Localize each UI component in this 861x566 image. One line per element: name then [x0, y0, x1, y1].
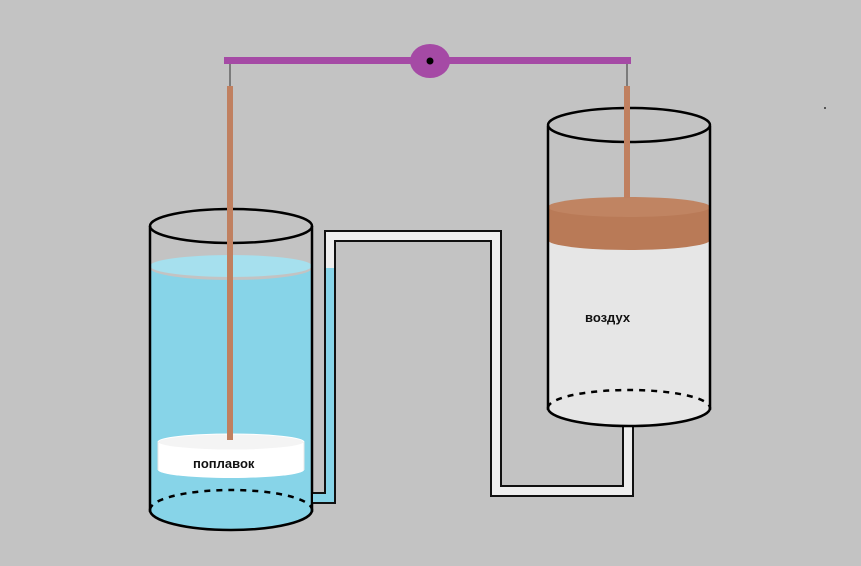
air-label: воздух — [585, 310, 631, 325]
float — [157, 433, 305, 478]
air-body — [548, 240, 710, 426]
float-label: поплавок — [193, 456, 255, 471]
right-cylinder — [546, 106, 712, 428]
piston-rod — [624, 86, 630, 198]
lever — [224, 44, 631, 86]
pivot-axis — [426, 57, 434, 65]
connecting-pipe — [313, 230, 636, 504]
float-rod — [227, 86, 233, 440]
piston — [548, 208, 710, 250]
piston-top — [548, 197, 710, 217]
